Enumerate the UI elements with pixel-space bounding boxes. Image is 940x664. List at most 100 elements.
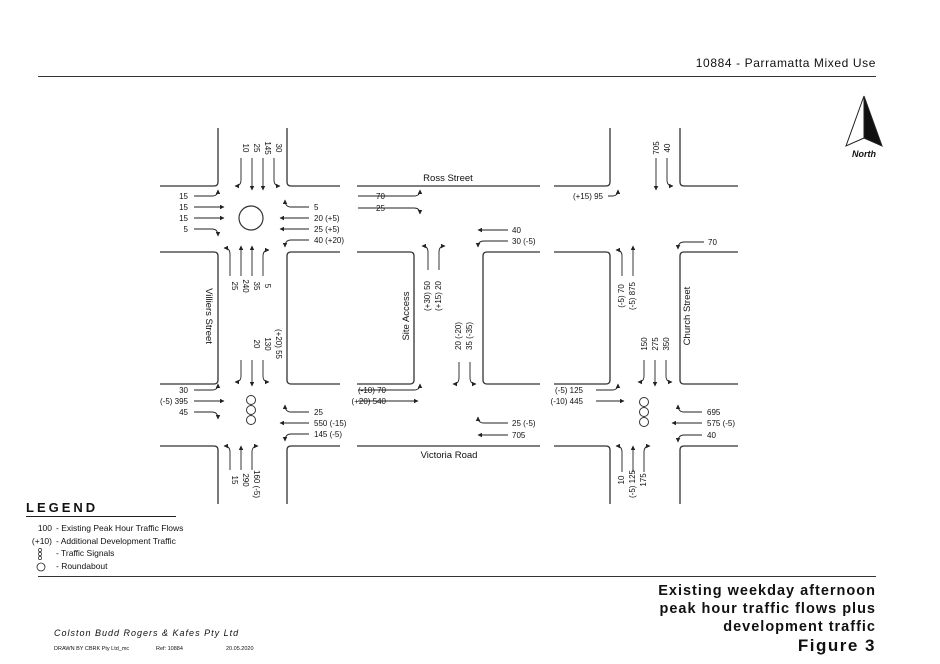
flow-label: (+20) 540 [352,397,387,406]
footer-rule [38,576,876,577]
north-arrow-icon: North [845,95,883,159]
flow-label: 25 (+5) [314,225,340,234]
flow-label: 45 [179,408,188,417]
flow-label: 695 [707,408,721,417]
flow-label: 150 [640,337,649,351]
flow-label: 10 [617,475,626,484]
road-edge [679,445,738,504]
flow-label: (+20) 55 [274,329,283,360]
flow-arrow [665,360,673,385]
flow-label: (-10) 445 [551,397,584,406]
flow-label: 30 [179,386,188,395]
flow-label: 25 [230,282,239,291]
flow-label: 575 (-5) [707,419,735,428]
legend-text-existing: - Existing Peak Hour Traffic Flows [56,523,184,533]
flow-label: 240 [241,279,250,293]
flow-label: 5 [314,203,319,212]
flow-label: 20 (+5) [314,214,340,223]
street-ross: Ross Street [423,173,473,184]
flow-arrow [358,189,423,197]
flow-arrow [615,443,623,472]
flow-arrow [358,383,423,391]
flow-arrow [194,228,221,237]
road-edge [160,445,219,504]
figure-title-line: peak hour traffic flows plus [659,601,876,617]
flow-arrow [637,360,645,385]
flow-label: 25 [252,144,261,153]
flow-arrows [194,158,704,472]
flow-label: 15 [179,203,188,212]
flow-label: 40 (+20) [314,236,344,245]
flow-arrow [282,239,309,248]
flow-label: 35 [252,282,261,291]
flow-arrow [675,241,704,250]
flow-label: (+15) 20 [434,280,443,311]
flow-label: 145 (-5) [314,430,342,439]
legend-key-existing: 100 [37,523,52,533]
flow-arrow [643,443,651,472]
street-site-access: Site Access [401,291,412,340]
flow-arrow [596,383,621,391]
figure-title: Existing weekday afternoon peak hour tra… [658,582,876,636]
flow-label: 15 [179,214,188,223]
legend-text-additional: - Additional Development Traffic [56,535,176,546]
road-edge [286,251,340,385]
flow-label: 705 [512,431,526,440]
flow-arrow [675,404,702,413]
flow-arrow [282,404,309,413]
header-rule [38,76,876,77]
flow-label: 30 (-5) [512,237,536,246]
road-edge [357,251,415,385]
road-edge [679,251,738,385]
road-edge [286,128,340,187]
flow-label: 25 [376,204,385,213]
street-church: Church Street [682,286,693,345]
flow-arrow [234,158,242,189]
legend: LEGEND 100 - Existing Peak Hour Traffic … [26,500,236,573]
road-edge [554,128,611,187]
road-edge [554,251,611,385]
figure-number: Figure 3 [797,636,876,655]
road-edge [286,445,340,504]
flow-label: (-5) 125 [555,386,584,395]
footer-drawn: DRAWN BY CBRK Pty Ltd_mc [54,646,130,652]
flow-label: 350 [662,337,671,351]
road-edge [160,251,219,385]
road-edge [160,128,219,187]
company-name: Colston Budd Rogers & Kafes Pty Ltd [54,628,240,638]
flow-label: 30 [274,144,283,153]
flow-label: (-10) 70 [358,386,387,395]
flow-arrow [262,247,270,276]
flow-arrow [282,433,309,442]
flow-arrow [194,383,221,391]
traffic-signal-icon [38,548,42,560]
road-edge [554,445,611,504]
north-label: North [852,149,876,159]
road-network [160,128,738,504]
flow-label: 35 (-35) [465,322,474,350]
flow-label: 290 [241,473,250,487]
figure-title-line: Existing weekday afternoon [658,583,876,599]
flow-label: (-5) 70 [617,284,626,308]
road-edge [679,128,738,187]
flow-arrow [675,434,702,443]
legend-text-roundabout: - Roundabout [56,560,108,571]
legend-key-additional: (+10) [31,535,52,546]
flow-label: 20 [252,340,261,349]
flow-arrow [282,199,309,208]
flow-arrow [194,411,221,420]
flow-label: (+30) 50 [423,280,432,311]
flow-arrow [475,416,508,424]
flow-arrow [194,189,221,197]
flow-arrow [469,362,477,387]
figure-title-line: development traffic [723,619,876,635]
legend-row-existing: 100 - Existing Peak Hour Traffic Flows [26,523,236,536]
flow-label: 5 [263,284,272,289]
footer-date: 20.05.2020 [226,646,254,652]
flow-label: (-5) 395 [160,397,189,406]
legend-row-signals: - Traffic Signals [26,548,236,561]
flow-label: 15 [230,476,239,485]
flow-arrow [358,207,423,215]
